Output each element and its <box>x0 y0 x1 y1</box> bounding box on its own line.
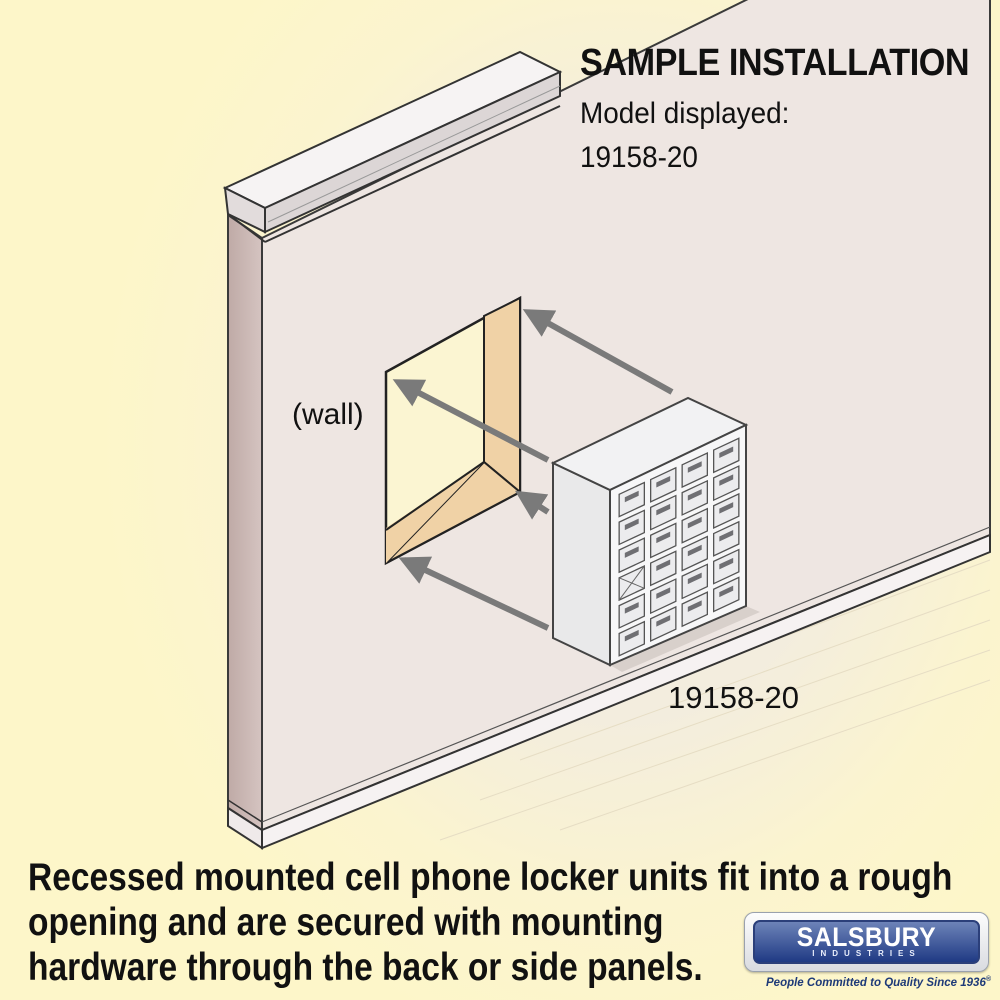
model-displayed-text: Model displayed: 19158-20 <box>580 92 789 180</box>
locker-door <box>618 537 645 574</box>
locker-door <box>618 592 645 629</box>
logo-badge: SALSBURY INDUSTRIES <box>753 920 980 964</box>
locker-door-slot <box>687 572 702 585</box>
caption-line-3: hardware through the back or side panels… <box>28 946 703 989</box>
installation-arrows <box>392 309 674 631</box>
registered-mark: ® <box>985 976 992 983</box>
locker-door <box>618 620 645 657</box>
panel-cross-line <box>618 565 645 601</box>
locker-door-slot <box>687 544 702 557</box>
locker-door-slot <box>624 602 639 614</box>
locker-door <box>681 563 708 600</box>
locker-door <box>618 481 645 518</box>
locker-door-slot <box>719 474 734 486</box>
locker-door <box>650 466 677 503</box>
locker-door <box>650 522 677 559</box>
brand-tagline-text: People Committed to Quality Since 1936 <box>766 976 986 989</box>
model-displayed-label: Model displayed: <box>580 97 790 130</box>
wall-side-edge <box>227 213 263 832</box>
locker-door-slot <box>656 503 671 516</box>
page-title: SAMPLE INSTALLATION <box>580 42 970 84</box>
locker-door-slot <box>719 502 734 514</box>
locker-door <box>713 492 740 530</box>
locker-door-slot <box>624 518 639 531</box>
locker-door-slot <box>687 600 702 612</box>
locker-door <box>681 591 708 628</box>
description-caption: Recessed mounted cell phone locker units… <box>28 855 974 990</box>
locker-door <box>650 578 677 615</box>
locker-door-slot <box>687 461 702 473</box>
locker-door-slot <box>624 629 639 642</box>
locker-door-slot <box>656 587 671 599</box>
locker-door-slot <box>624 490 639 503</box>
wall-label: (wall) <box>292 398 364 431</box>
logo-brand-name: SALSBURY <box>796 922 937 952</box>
caption-line-2: opening and are secured with mounting <box>28 901 664 944</box>
locker-door-slot <box>624 546 639 558</box>
locker-door-slot <box>719 446 734 458</box>
locker-door-slot <box>656 531 671 544</box>
locker-door <box>713 576 740 613</box>
wall-top-cap <box>222 50 563 243</box>
locker-door-slot <box>656 615 671 627</box>
locker-door <box>618 509 645 546</box>
locker-door-slot <box>719 529 734 542</box>
locker-unit <box>550 396 760 672</box>
locker-door <box>650 605 677 643</box>
locker-door-slot <box>719 585 734 598</box>
model-displayed-number: 19158-20 <box>580 141 698 174</box>
locker-door-slot <box>687 489 702 501</box>
locker-door-slot <box>719 557 734 570</box>
locker-door <box>713 437 740 474</box>
unit-model-label: 19158-20 <box>668 680 800 715</box>
logo-brand-sub: INDUSTRIES <box>812 949 921 958</box>
wall-base-molding <box>227 526 991 850</box>
salsbury-logo: SALSBURY INDUSTRIES <box>744 912 989 972</box>
locker-door-slot <box>656 559 671 571</box>
locker-door <box>681 507 708 544</box>
brand-tagline: People Committed to Quality Since 1936® <box>766 976 991 989</box>
locker-door-grid <box>618 437 740 657</box>
locker-door <box>681 451 708 489</box>
locker-door-slot <box>687 516 702 529</box>
caption-line-1: Recessed mounted cell phone locker units… <box>28 856 953 899</box>
locker-door <box>713 548 740 585</box>
floor-shading <box>439 559 991 841</box>
locker-door-slot <box>656 475 671 488</box>
